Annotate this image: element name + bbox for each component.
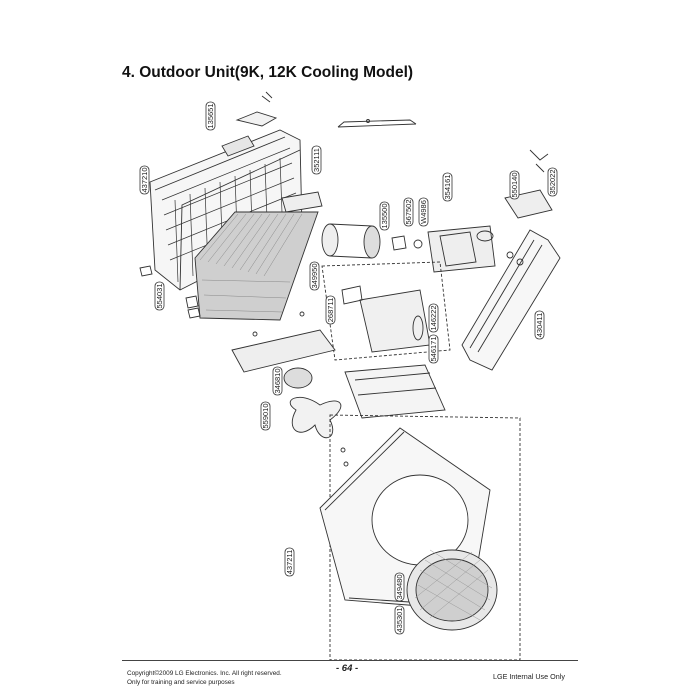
fan-guard xyxy=(406,549,498,631)
page-number: - 64 - xyxy=(336,663,359,674)
cabinet-grille xyxy=(149,129,303,291)
carry-handle xyxy=(337,119,417,128)
part-label-437211: 437211 xyxy=(285,550,294,574)
part-label-268711: 268711 xyxy=(326,298,335,322)
footer-rule xyxy=(122,660,578,661)
part-label-346810: 346810 xyxy=(273,368,282,393)
condenser-coil xyxy=(194,211,319,321)
part-label-550140: 550140 xyxy=(510,172,519,197)
part-label-352022: 352022 xyxy=(548,169,557,194)
compressor xyxy=(321,223,381,259)
part-label-135500: 135500 xyxy=(380,203,389,228)
part-label-559010: 559010 xyxy=(261,403,270,428)
fan-motor xyxy=(283,367,313,389)
part-label-430411: 430411 xyxy=(535,313,544,337)
part-label-437210: 437210 xyxy=(140,167,149,192)
copyright-line-1: Copyright©2009 LG Electronics. Inc. All … xyxy=(127,670,282,677)
part-label-135651: 135651 xyxy=(206,103,215,128)
part-label-146222: 146222 xyxy=(429,305,438,330)
side-panel xyxy=(461,229,561,371)
part-label-349950: 349950 xyxy=(310,263,319,288)
part-label-435301: 435301 xyxy=(395,607,404,632)
part-label-352111: 352111 xyxy=(312,148,321,172)
part-label-349480: 349480 xyxy=(395,574,404,599)
part-label-567502: 567502 xyxy=(404,199,413,224)
top-cover-clip xyxy=(235,111,278,127)
control-box xyxy=(359,289,431,353)
copyright-notice: Copyright©2009 LG Electronics. Inc. All … xyxy=(127,669,282,687)
fan-propeller xyxy=(289,396,342,438)
part-label-546171: 546171 xyxy=(429,336,438,361)
motor-mount xyxy=(231,329,336,373)
part-number-labels: 135651 437210 352111 554031 135500 56750… xyxy=(139,101,558,635)
part-label-W4986: W4986 xyxy=(419,200,428,224)
guard-clip xyxy=(281,191,323,213)
copyright-line-2: Only for training and service purposes xyxy=(127,679,235,686)
part-label-554031: 554031 xyxy=(155,283,164,308)
page-heading: 4. Outdoor Unit(9K, 12K Cooling Model) xyxy=(122,64,414,81)
part-label-354161: 354161 xyxy=(443,174,452,199)
internal-use-notice: LGE Internal Use Only xyxy=(493,672,565,681)
